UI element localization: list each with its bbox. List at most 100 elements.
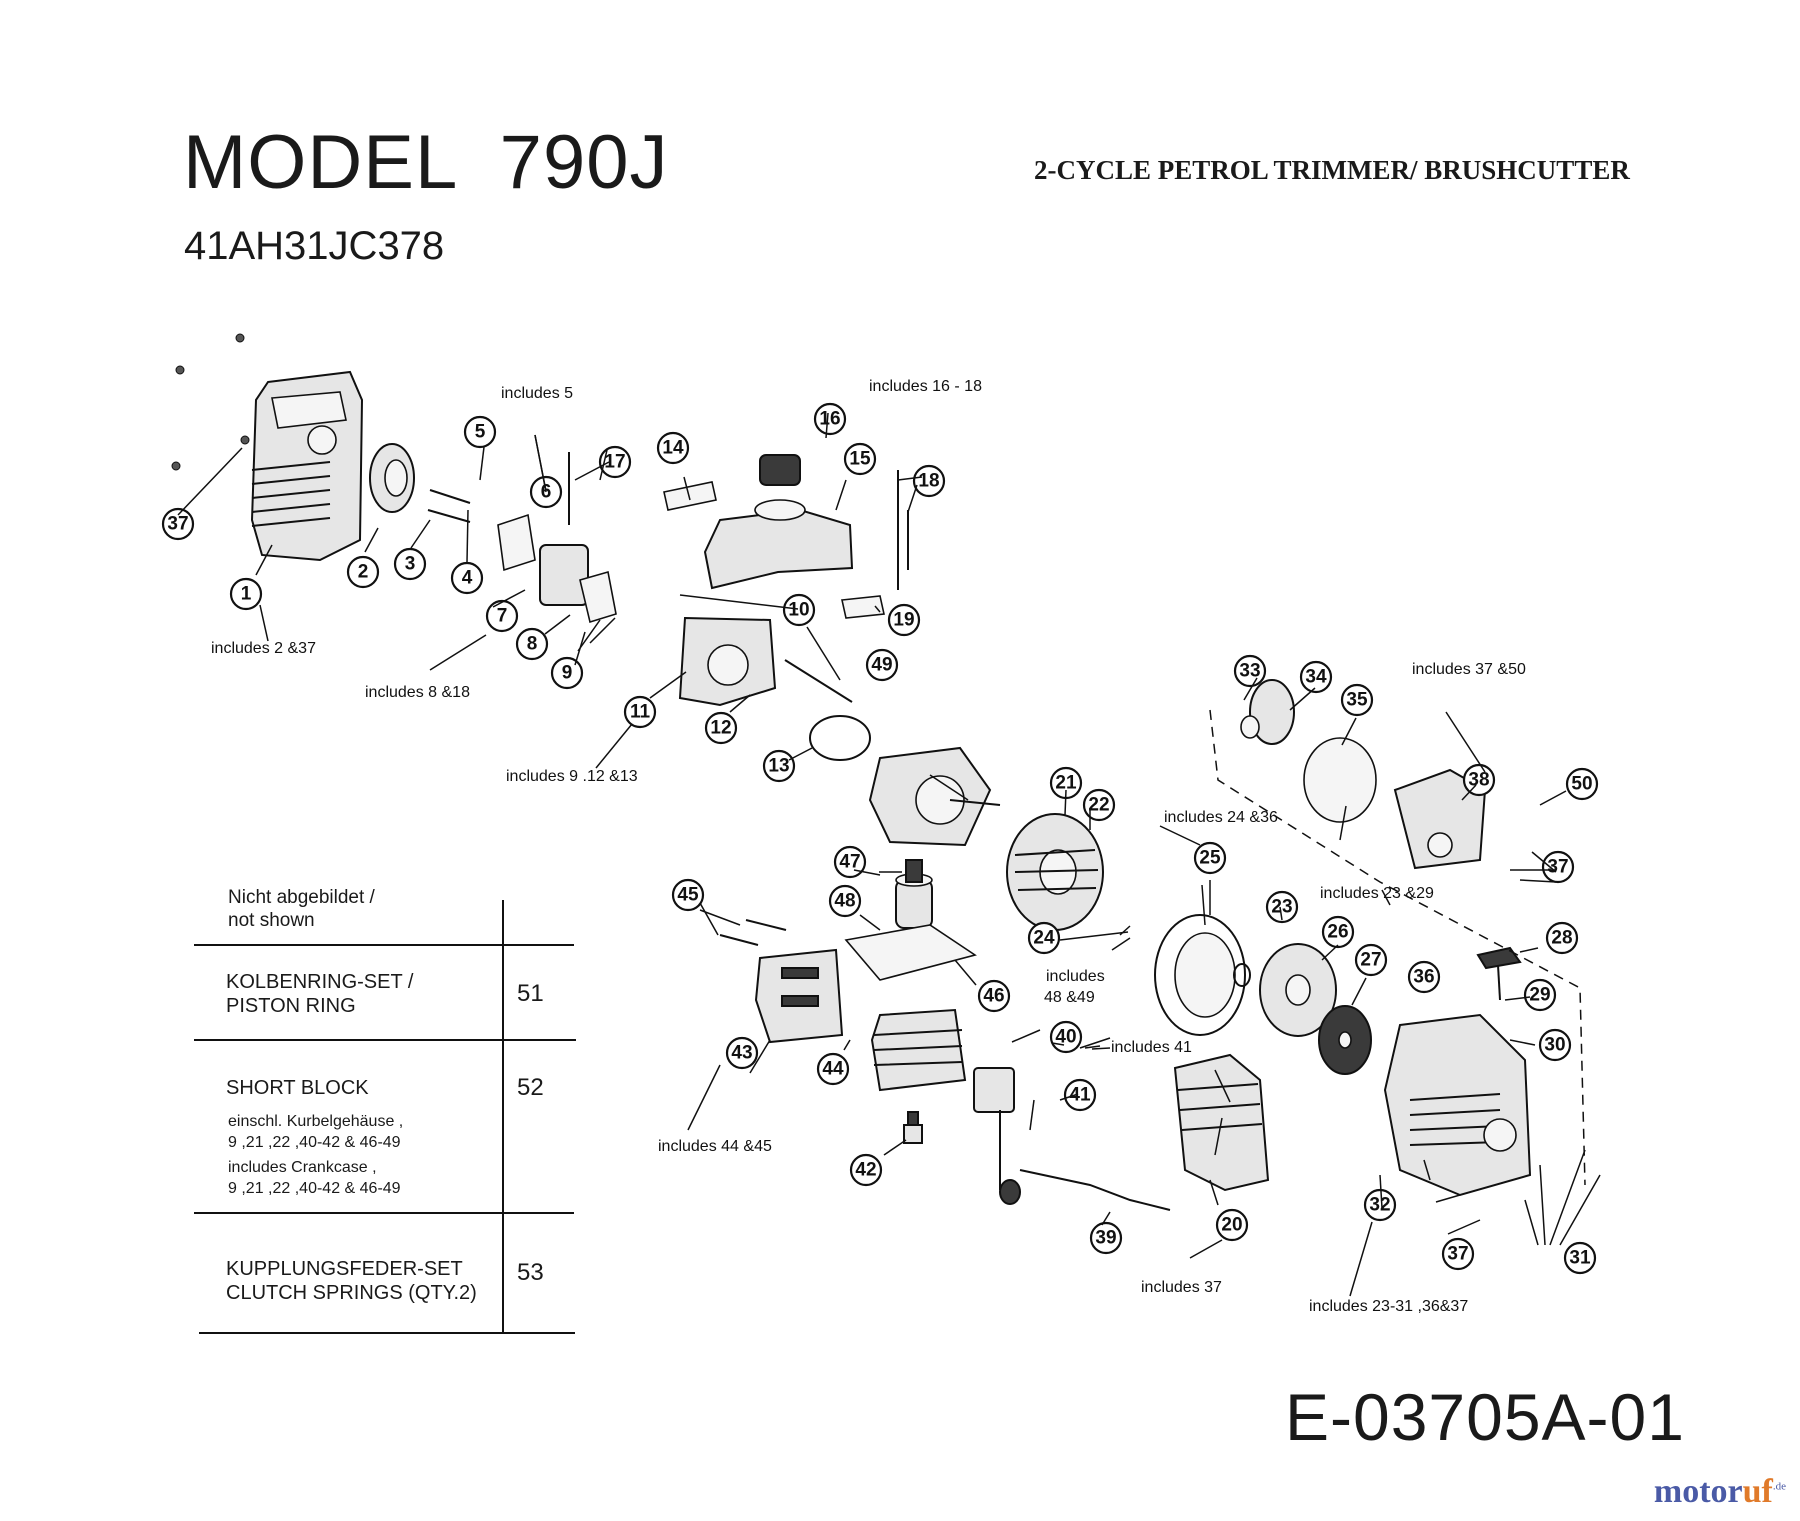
note-includes-23-29: includes 23 &29 <box>1320 885 1434 902</box>
callout-5: 5 <box>463 415 497 449</box>
callout-17: 17 <box>598 445 632 479</box>
callout-number: 8 <box>527 634 538 655</box>
part-clutch-housing <box>1393 768 1487 870</box>
note-includes-44-45: includes 44 &45 <box>658 1138 772 1155</box>
table-divider <box>194 1039 576 1041</box>
note-includes-9-12-13: includes 9 .12 &13 <box>506 768 638 785</box>
part-fuel-tank <box>663 454 909 590</box>
product-subtitle: 2-CYCLE PETROL TRIMMER/ BRUSHCUTTER <box>1034 155 1630 185</box>
callout-circle <box>1407 960 1441 994</box>
table-row-1-label-1: KOLBENRING-SET / <box>226 971 414 993</box>
callout-circle <box>1027 921 1061 955</box>
callout-number: 1 <box>241 584 252 605</box>
callout-41: 41 <box>1063 1078 1097 1112</box>
callout-number: 37 <box>1547 857 1568 878</box>
callout-number: 41 <box>1069 1085 1091 1106</box>
callout-18: 18 <box>912 464 946 498</box>
part-starter-housing <box>1383 946 1532 1197</box>
table-row-2-sub-2: 9 ,21 ,22 ,40-42 & 46-49 <box>228 1134 401 1151</box>
note-includes-5: includes 5 <box>501 385 573 402</box>
callout-circle <box>1340 683 1374 717</box>
callout-number: 31 <box>1569 1248 1591 1269</box>
callout-47: 47 <box>833 845 867 879</box>
callout-32: 32 <box>1363 1188 1397 1222</box>
note-includes-37-50: includes 37 &50 <box>1412 661 1526 678</box>
callout-2: 2 <box>346 555 380 589</box>
callout-number: 46 <box>983 986 1004 1007</box>
callout-number: 48 <box>834 891 855 912</box>
callout-circle <box>161 507 195 541</box>
callout-circle <box>671 878 705 912</box>
callout-circle <box>828 884 862 918</box>
callout-number: 22 <box>1088 795 1109 816</box>
callout-7: 7 <box>485 599 519 633</box>
callout-34: 34 <box>1299 660 1333 694</box>
part-bolts <box>171 333 471 523</box>
callout-number: 35 <box>1346 690 1368 711</box>
part-starter-pulley <box>1233 943 1372 1075</box>
callout-15: 15 <box>843 442 877 476</box>
callout-circle <box>865 648 899 682</box>
callout-number: 45 <box>677 885 699 906</box>
callout-circle <box>704 711 738 745</box>
callout-circle <box>346 555 380 589</box>
callout-39: 39 <box>1089 1221 1123 1255</box>
callout-circle <box>598 445 632 479</box>
callout-38: 38 <box>1462 763 1496 797</box>
callout-31: 31 <box>1563 1241 1597 1275</box>
part-air-filter-housing <box>678 595 885 761</box>
callout-number: 21 <box>1055 773 1077 794</box>
callout-42: 42 <box>849 1153 883 1187</box>
callout-number: 27 <box>1360 950 1381 971</box>
table-row-2-sub-1: einschl. Kurbelgehäuse , <box>228 1113 404 1130</box>
callout-number: 3 <box>405 554 416 575</box>
callout-11: 11 <box>623 695 657 729</box>
part-crankcase-assembly <box>868 746 1001 847</box>
note-includes-41: includes 41 <box>1111 1039 1192 1056</box>
callout-number: 25 <box>1199 848 1221 869</box>
callout-circle <box>1193 841 1227 875</box>
callout-circle <box>1563 1241 1597 1275</box>
callout-circle <box>450 561 484 595</box>
callout-number: 28 <box>1551 928 1572 949</box>
watermark-tld: .de <box>1772 1480 1786 1493</box>
callout-circle <box>912 464 946 498</box>
callout-circle <box>1441 1237 1475 1271</box>
callout-number: 37 <box>1447 1244 1468 1265</box>
callout-10: 10 <box>782 593 816 627</box>
callout-number: 37 <box>167 514 188 535</box>
callout-22: 22 <box>1082 788 1116 822</box>
callout-45: 45 <box>671 878 705 912</box>
callout-number: 26 <box>1327 922 1348 943</box>
callout-36: 36 <box>1407 960 1441 994</box>
callout-9: 9 <box>550 656 584 690</box>
callout-number: 38 <box>1468 770 1489 791</box>
callout-number: 36 <box>1413 967 1434 988</box>
table-divider <box>194 944 574 946</box>
callout-circle <box>1265 890 1299 924</box>
callout-number: 40 <box>1055 1027 1076 1048</box>
callout-circle <box>1082 788 1116 822</box>
callout-circle <box>843 442 877 476</box>
part-ignition-coil <box>973 1067 1171 1211</box>
table-header: Nicht abgebildet / not shown <box>228 886 375 932</box>
watermark-brand-accent: uf <box>1742 1473 1773 1510</box>
callout-circle <box>849 1153 883 1187</box>
table-row-1-number: 51 <box>517 980 544 1007</box>
note-includes-23-31: includes 23-31 ,36&37 <box>1309 1298 1468 1315</box>
callout-14: 14 <box>656 431 690 465</box>
callout-30: 30 <box>1538 1028 1572 1062</box>
callout-circle <box>1538 1028 1572 1062</box>
callout-48: 48 <box>828 884 862 918</box>
table-header-line1: Nicht abgebildet / <box>228 887 375 908</box>
callout-circle <box>485 599 519 633</box>
callout-circle <box>623 695 657 729</box>
table-row-3-label-2: CLUTCH SPRINGS (QTY.2) <box>226 1282 477 1304</box>
callout-circle <box>977 979 1011 1013</box>
callout-49: 49 <box>865 648 899 682</box>
watermark-logo: motoruf.de <box>1654 1475 1786 1509</box>
callout-number: 16 <box>819 409 840 430</box>
callout-37: 37 <box>161 507 195 541</box>
